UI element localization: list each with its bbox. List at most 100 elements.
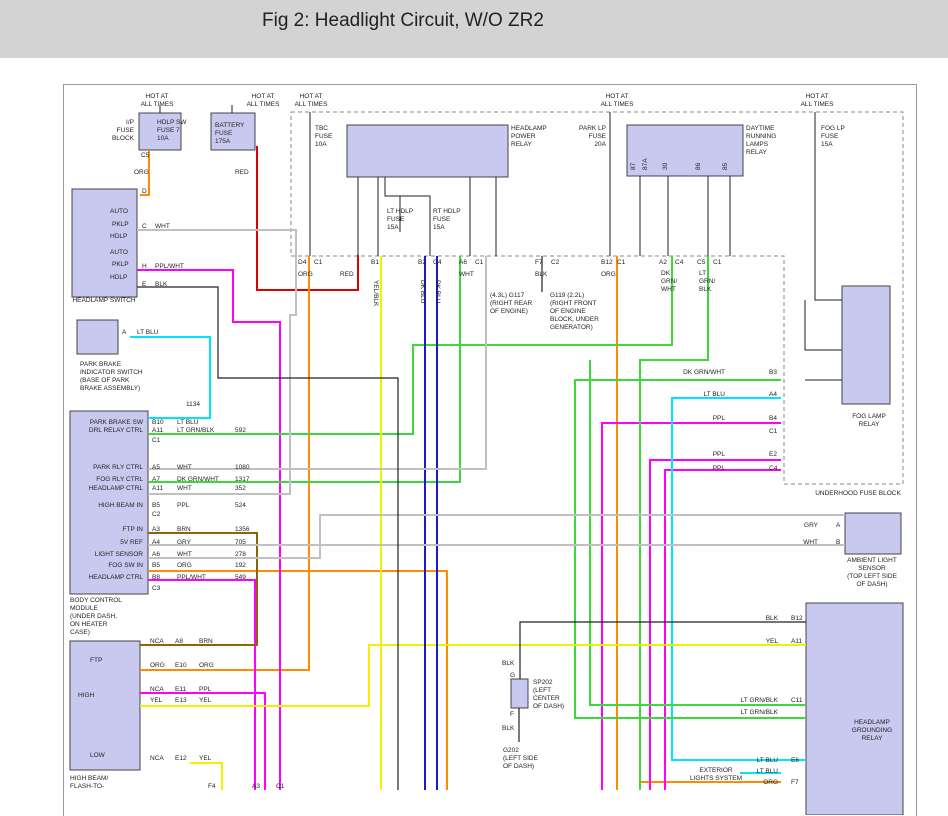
- bcm-pin-label-8: FTP IN: [123, 526, 144, 533]
- battery-fuse-label-line-1: FUSE: [215, 130, 233, 137]
- top-wire-9-line-1: GRN/: [699, 278, 715, 285]
- park-lp-fuse-label-line-1: FUSE: [589, 133, 607, 140]
- lt-hdlp-fuse-label-line-2: 15A: [387, 224, 399, 231]
- headlamp-power-relay-box: [346, 124, 509, 178]
- bcm-ckt-11: 192: [235, 562, 246, 569]
- park-brake-switch-label-line-0: PARK BRAKE: [80, 361, 122, 368]
- wire-lt-grn-blk-c11: [589, 360, 806, 706]
- fb-pin-5: C4: [769, 465, 778, 472]
- hb-nca-3: YEL: [150, 697, 163, 704]
- wire-wht-a6: [148, 256, 487, 470]
- gr-wire-1: YEL: [766, 638, 779, 645]
- g117-label-line-0: (4.3L) G117: [490, 292, 525, 299]
- tbc-fuse-label-line-0: TBC: [315, 125, 328, 132]
- top-conn-2: B1: [371, 259, 379, 266]
- headlamp-pos-1: PKLP: [112, 221, 129, 228]
- bcm-wire-0: LT BLU: [177, 419, 199, 426]
- pin-h: H: [142, 263, 147, 270]
- hot-label-1-line-0: HOT AT: [252, 93, 275, 100]
- bcm-name-label-line-0: BODY CONTROL: [70, 597, 122, 604]
- wire-lt-grn-blk: [639, 256, 709, 790]
- high-beam-pos-2: LOW: [90, 752, 106, 759]
- wire-blk-label: BLK: [155, 281, 168, 288]
- battery-fuse-label-line-0: BATTERY: [215, 122, 245, 129]
- bcm-name-label-line-4: CASE): [70, 629, 90, 636]
- bcm-wire-5: WHT: [177, 485, 192, 492]
- pin-e: E: [142, 281, 147, 288]
- sp202-label-line-1: (LEFT: [533, 687, 551, 694]
- bcm-name-label-line-1: MODULE: [70, 605, 98, 612]
- sp202-box: [510, 678, 529, 709]
- park-brake-switch-label-line-1: INDICATOR SWITCH: [80, 369, 143, 376]
- top-wire-9-line-0: LT: [699, 270, 706, 277]
- lt-hdlp-fuse-label-line-0: LT HDLP: [387, 208, 413, 215]
- grounding-relay-label-line-1: GROUNDING: [852, 727, 892, 734]
- bcm-wire-12: PPL/WHT: [177, 574, 206, 581]
- fb-pin-3: C1: [769, 428, 778, 435]
- top-wire-9-line-2: BLK: [699, 286, 712, 293]
- hb-wire-4: YEL: [199, 755, 212, 762]
- rt-hdlp-fuse-label-line-0: RT HDLP: [433, 208, 461, 215]
- grounding-relay-label-line-0: HEADLAMP: [854, 719, 890, 726]
- top-wire-3: DK BLU: [419, 280, 426, 304]
- hot-label-2-line-1: ALL TIMES: [295, 101, 329, 108]
- wire-org-f7: [639, 781, 781, 790]
- gr-wire-4: LT BLU: [757, 757, 779, 764]
- bcm-wire-3: WHT: [177, 464, 192, 471]
- wire-lt-blu-park: [130, 336, 211, 419]
- bcm-wire-11: ORG: [177, 562, 192, 569]
- wire-yel-e12: [190, 762, 223, 790]
- rt-hdlp-fuse-label-line-1: FUSE: [433, 216, 451, 223]
- bcm-box: [69, 410, 149, 595]
- ambient-wire-1: WHT: [803, 539, 818, 546]
- bcm-pin-1: A11: [152, 427, 163, 434]
- headlamp-pos-3: AUTO: [110, 249, 128, 256]
- wire-yel-a11: [140, 644, 806, 707]
- fog-lp-fuse-label-line-0: FOG LP: [821, 125, 845, 132]
- g119-label-line-0: G119 (2.2L): [550, 292, 584, 299]
- fb-wire-1: LT BLU: [704, 391, 726, 398]
- bottom-pin-a3: A3: [252, 783, 260, 790]
- bcm-pin-8: A3: [152, 526, 160, 533]
- bcm-wire-6: PPL: [177, 502, 190, 509]
- top-conn-5: A6: [459, 259, 467, 266]
- fb-wire-2: PPL: [713, 415, 726, 422]
- hb-wire-2: PPL: [199, 686, 212, 693]
- park-brake-switch-box: [76, 319, 119, 355]
- hot-label-4-line-1: ALL TIMES: [801, 101, 835, 108]
- wire-red: [256, 146, 359, 291]
- bcm-pin-10: A6: [152, 551, 160, 558]
- top-wire-0: ORG: [298, 271, 313, 278]
- g119-label-line-2: OF ENGINE: [550, 308, 586, 315]
- top-conn-sub-5: C1: [475, 259, 484, 266]
- top-wire-8-line-0: DK: [661, 270, 671, 277]
- ip-fuse-block-label-line-0: I/P: [126, 119, 134, 126]
- hb-wire2-1: ORG: [150, 662, 165, 669]
- bcm-name-label-line-3: ON HEATER: [70, 621, 108, 628]
- sp202-label-line-0: SP202: [533, 679, 553, 686]
- lt-hdlp-fuse-label-line-1: FUSE: [387, 216, 405, 223]
- hot-label-0-line-0: HOT AT: [146, 93, 169, 100]
- top-conn-0: D4: [298, 259, 307, 266]
- fb-pin-4: E2: [769, 451, 777, 458]
- hdlp-sw-fuse-box: [138, 112, 182, 151]
- ambient-sensor-label-line-3: OF DASH): [856, 581, 887, 588]
- ambient-sensor-label-line-0: AMBIENT LIGHT: [847, 557, 897, 564]
- bcm-pin-label-0: PARK BRAKE SW: [90, 419, 144, 426]
- top-wire-7: ORG: [601, 271, 616, 278]
- pin-a: A: [122, 329, 127, 336]
- ip-fuse-block-label-line-1: FUSE: [117, 127, 135, 134]
- bcm-ckt-6: 524: [235, 502, 246, 509]
- hdlp-sw-fuse-label-line-0: HDLP SW: [157, 119, 187, 126]
- hb-wire-0: BRN: [199, 638, 213, 645]
- wire-wht-label: WHT: [155, 223, 170, 230]
- hdlp-sw-fuse-label-line-1: FUSE 7: [157, 127, 180, 134]
- drl-relay-label-line-1: RUNNING: [746, 133, 776, 140]
- battery-fuse-box: [210, 112, 256, 151]
- g119-label-line-4: GENERATOR): [550, 324, 593, 331]
- g202-label-line-0: G202: [503, 747, 519, 754]
- wire-dk-grn-wht: [148, 256, 673, 483]
- bcm-ckt-9: 705: [235, 539, 246, 546]
